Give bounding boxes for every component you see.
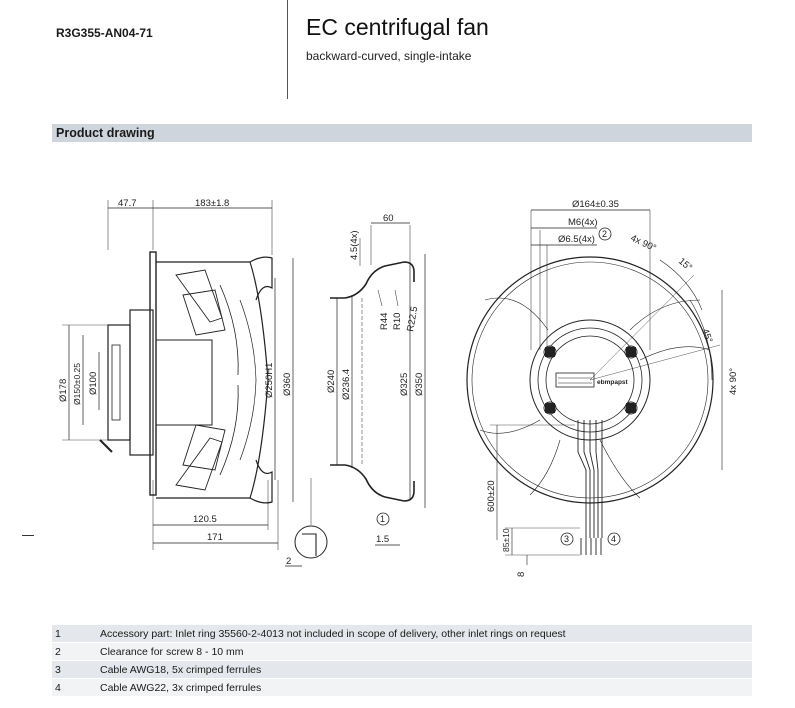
note-text: Cable AWG18, 5x crimped ferrules xyxy=(97,660,752,679)
note-number: 1 xyxy=(52,625,97,643)
angle-4x90-right: 4x 90° xyxy=(728,368,739,395)
ferrule-length-8: 8 xyxy=(516,572,527,577)
hole-6-5: Ø6.5(4x) xyxy=(558,234,595,245)
dia-350: Ø350 xyxy=(414,373,425,396)
radius-22-5: R22.5 xyxy=(405,306,420,333)
product-drawing: 47.7 183±1.8 120.5 171 2 Ø178 Ø150±0.25 … xyxy=(58,198,739,577)
dim-2: 2 xyxy=(286,556,291,567)
side-view xyxy=(62,200,328,567)
note-number: 4 xyxy=(52,678,97,697)
note-row: 1 Accessory part: Inlet ring 35560-2-401… xyxy=(52,625,752,643)
section-title: Product drawing xyxy=(56,126,155,140)
note-text: Clearance for screw 8 - 10 mm xyxy=(97,642,752,661)
dim-171: 171 xyxy=(207,532,223,543)
note-row: 4 Cable AWG22, 3x crimped ferrules xyxy=(52,678,752,697)
callout-1: 1 xyxy=(380,514,385,524)
header-divider xyxy=(287,0,288,99)
angle-4x90-top: 4x 90° xyxy=(629,233,658,254)
note-text: Cable AWG22, 3x crimped ferrules xyxy=(97,678,752,697)
section-header: Product drawing xyxy=(52,124,752,142)
dia-250: Ø250H1 xyxy=(264,363,275,398)
product-subtitle: backward-curved, single-intake xyxy=(306,49,472,63)
dia-150: Ø150±0.25 xyxy=(72,363,82,405)
front-view xyxy=(466,209,723,565)
note-number: 3 xyxy=(52,660,97,679)
cable-length-600: 600±20 xyxy=(486,480,497,512)
dim-1-5: 1.5 xyxy=(376,534,389,545)
dim-4-5: 4.5(4x) xyxy=(349,230,360,260)
note-row: 3 Cable AWG18, 5x crimped ferrules xyxy=(52,660,752,679)
thread-m6: M6(4x) xyxy=(568,217,598,228)
dim-183: 183±1.8 xyxy=(195,198,229,209)
callout-2: 2 xyxy=(602,229,607,239)
radius-10: R10 xyxy=(392,313,403,330)
note-number: 2 xyxy=(52,642,97,661)
dia-178: Ø178 xyxy=(58,379,69,402)
note-row: 2 Clearance for screw 8 - 10 mm xyxy=(52,642,752,661)
callout-4: 4 xyxy=(611,534,616,544)
notes-table: 1 Accessory part: Inlet ring 35560-2-401… xyxy=(52,625,752,697)
dia-240: Ø240 xyxy=(326,370,337,393)
dim-47-7: 47.7 xyxy=(118,198,137,209)
dim-60: 60 xyxy=(383,213,394,224)
product-title: EC centrifugal fan xyxy=(306,14,489,40)
angle-15: 15° xyxy=(676,256,694,274)
radius-44: R44 xyxy=(379,313,390,330)
dia-164: Ø164±0.35 xyxy=(572,199,619,210)
model-number: R3G355-AN04-71 xyxy=(56,26,153,40)
brand-logo-text: ebmpapst xyxy=(597,379,629,386)
strip-length-85: 85±10 xyxy=(501,528,511,552)
angle-45: 45° xyxy=(699,327,714,344)
dia-325: Ø325 xyxy=(399,373,410,396)
dia-100: Ø100 xyxy=(88,372,99,395)
profile-view xyxy=(330,222,426,546)
margin-mark xyxy=(22,535,34,536)
note-text: Accessory part: Inlet ring 35560-2-4013 … xyxy=(97,625,752,643)
dia-360: Ø360 xyxy=(282,373,293,396)
dim-120-5: 120.5 xyxy=(193,514,217,525)
dia-236-4: Ø236.4 xyxy=(341,369,352,400)
callout-3: 3 xyxy=(564,534,569,544)
